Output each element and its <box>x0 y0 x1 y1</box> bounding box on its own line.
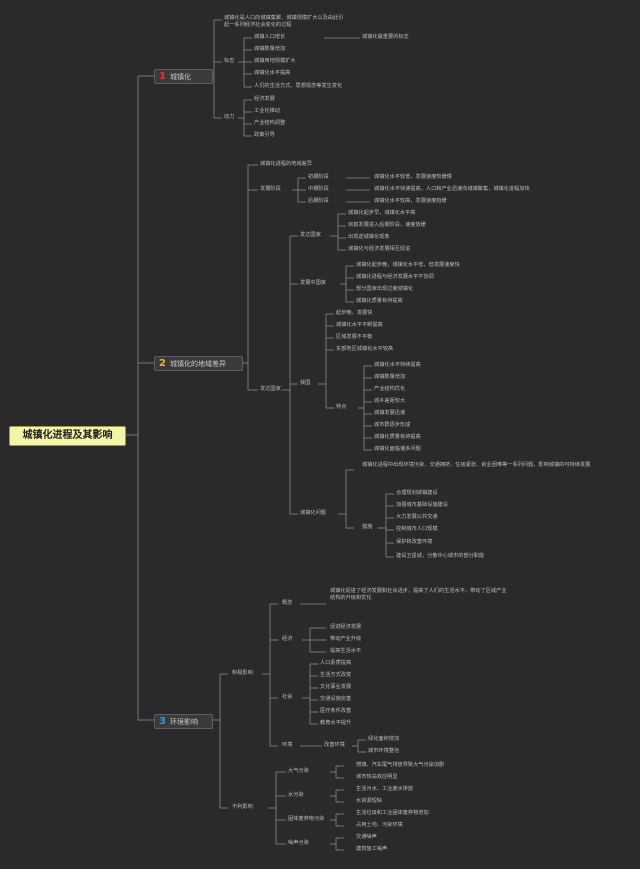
mark-item[interactable]: 城镇化水平提高 <box>254 70 291 76</box>
developing-label[interactable]: 发展中国家 <box>300 280 326 286</box>
society-item[interactable]: 生活方式改变 <box>320 672 352 678</box>
branch-1-title: 城镇化 <box>170 73 191 81</box>
negative-item[interactable]: 城市热岛效应明显 <box>356 774 398 780</box>
positive-label[interactable]: 积极影响 <box>232 670 253 676</box>
measure-item[interactable]: 建设卫星城，分散中心城市的部分职能 <box>396 553 485 559</box>
negative-group-label[interactable]: 噪声污染 <box>288 840 309 846</box>
mark-note[interactable]: 城镇化最重要的标志 <box>362 34 409 40</box>
developing-feature[interactable]: 城镇化质量有待提高 <box>356 298 403 304</box>
measure-item[interactable]: 大力发展公共交通 <box>396 514 438 520</box>
economy-item[interactable]: 带动产业升级 <box>330 636 362 642</box>
society-item[interactable]: 交通设施完善 <box>320 696 352 702</box>
developed-label[interactable]: 发达国家 <box>300 232 321 238</box>
china-sub-item[interactable]: 城镇数量增加 <box>374 374 406 380</box>
negative-item[interactable]: 建筑施工噪声 <box>356 846 388 852</box>
stage-name[interactable]: 初期阶段 <box>308 174 329 180</box>
china-sub-item[interactable]: 产业结构优化 <box>374 386 406 392</box>
negative-label[interactable]: 不利影响 <box>232 804 253 810</box>
china-label[interactable]: 我国 <box>300 380 311 386</box>
developing-feature[interactable]: 部分国家出现过度城镇化 <box>356 286 414 292</box>
mark-item[interactable]: 人们的生活方式、思想观念等发生变化 <box>254 83 343 89</box>
number-badge-3: 3 <box>159 716 166 727</box>
measure-item[interactable]: 控制城市人口规模 <box>396 526 438 532</box>
china-feature[interactable]: 城镇化水平不断提高 <box>336 322 383 328</box>
branch-1-topic[interactable]: 1 城镇化 <box>154 69 213 84</box>
branch-2-title: 城镇化的地域差异 <box>170 360 226 368</box>
level2-label[interactable]: 发达国家 <box>260 386 281 392</box>
china-feature[interactable]: 区域发展不平衡 <box>336 334 373 340</box>
society-label[interactable]: 社会 <box>282 694 293 700</box>
developing-feature[interactable]: 城镇化进程与经济发展水平不协调 <box>356 274 434 280</box>
economy-item[interactable]: 提高生活水平 <box>330 648 362 654</box>
marks-label[interactable]: 标志 <box>224 58 235 64</box>
causes-label[interactable]: 动力 <box>224 114 235 120</box>
environment-tag[interactable]: 改善环境 <box>324 742 345 748</box>
society-item[interactable]: 教育水平提升 <box>320 720 352 726</box>
china-sub-item[interactable]: 城镇化面临诸多问题 <box>374 446 421 452</box>
china-sub-item[interactable]: 城镇化水平持续提高 <box>374 362 421 368</box>
china-sub-item[interactable]: 城市群逐步形成 <box>374 422 411 428</box>
intro-node[interactable]: 城镇化进程的地域差异 <box>260 161 312 167</box>
negative-item[interactable]: 水资源短缺 <box>356 798 382 804</box>
developed-feature[interactable]: 目前发展进入后期阶段，速度放缓 <box>348 222 426 228</box>
cause-item[interactable]: 产业结构调整 <box>254 120 286 126</box>
measure-item[interactable]: 合理规划城镇建设 <box>396 490 438 496</box>
stage-name[interactable]: 后期阶段 <box>308 198 329 204</box>
negative-item[interactable]: 占用土地，污染环境 <box>356 822 403 828</box>
society-item[interactable]: 文化事业发展 <box>320 684 352 690</box>
process-label[interactable]: 发展阶段 <box>260 186 281 192</box>
cause-item[interactable]: 工业化推动 <box>254 108 280 114</box>
negative-item[interactable]: 生活污水、工业废水排放 <box>356 786 414 792</box>
china-sub-item[interactable]: 城镇发展迅速 <box>374 410 406 416</box>
summary-text[interactable]: 城镇化促进了经济发展和社会进步，提高了人们的生活水平，带动了区域产业结构的升级和… <box>330 588 507 601</box>
developed-feature[interactable]: 城镇化与经济发展相互促进 <box>348 246 411 252</box>
environment-item[interactable]: 绿化面积增加 <box>368 736 400 742</box>
problems-text[interactable]: 城镇化进程中出现环境污染、交通拥挤、住房紧张、就业困难等一系列问题，影响城镇的可… <box>362 462 591 468</box>
developed-feature[interactable]: 出现逆城镇化现象 <box>348 234 390 240</box>
problems-label[interactable]: 城镇化问题 <box>300 510 326 516</box>
mark-item[interactable]: 城镇人口增长 <box>254 34 286 40</box>
measure-item[interactable]: 加强城市基础设施建设 <box>396 502 448 508</box>
china-feature[interactable]: 起步晚，发展快 <box>336 310 373 316</box>
cause-item[interactable]: 政策引导 <box>254 132 275 138</box>
stage-name[interactable]: 中期阶段 <box>308 186 329 192</box>
negative-group-label[interactable]: 水污染 <box>288 792 304 798</box>
economy-label[interactable]: 经济 <box>282 636 293 642</box>
environment-label[interactable]: 环境 <box>282 742 293 748</box>
number-badge-2: 2 <box>159 358 166 369</box>
economy-item[interactable]: 促进经济发展 <box>330 624 362 630</box>
mark-item[interactable]: 城镇数量增加 <box>254 46 286 52</box>
negative-item[interactable]: 生活垃圾和工业固体废弃物增加 <box>356 810 429 816</box>
branch-2-topic[interactable]: 2 城镇化的地域差异 <box>154 356 243 371</box>
branch-3-title: 环境影响 <box>170 718 198 726</box>
developed-feature[interactable]: 城镇化起步早，城镇化水平高 <box>348 210 416 216</box>
society-item[interactable]: 人口素质提高 <box>320 660 352 666</box>
summary-label[interactable]: 概念 <box>282 600 293 606</box>
root-topic[interactable]: 城镇化进程及其影响 <box>9 426 126 446</box>
stage-desc[interactable]: 城镇化水平快速提高，人口和产业迅速向城镇聚集，城镇化进程加快 <box>374 186 530 192</box>
stage-desc[interactable]: 城镇化水平较低，发展速度较缓慢 <box>374 174 452 180</box>
branch-3-topic[interactable]: 3 环境影响 <box>154 714 213 729</box>
mark-item[interactable]: 城镇用地规模扩大 <box>254 58 296 64</box>
measure-item[interactable]: 保护和改善环境 <box>396 539 433 545</box>
developing-feature[interactable]: 城镇化起步晚，城镇化水平低，但发展速度快 <box>356 262 460 268</box>
negative-item[interactable]: 交通噪声 <box>356 834 377 840</box>
china-sub-item[interactable]: 城乡差距较大 <box>374 398 406 404</box>
china-feature[interactable]: 东部地区城镇化水平较高 <box>336 346 394 352</box>
china-sub-label[interactable]: 特点 <box>336 404 347 410</box>
negative-item[interactable]: 燃煤、汽车尾气排放导致大气污染加剧 <box>356 762 445 768</box>
measures-label[interactable]: 措施 <box>362 524 373 530</box>
negative-group-label[interactable]: 大气污染 <box>288 768 309 774</box>
china-sub-item[interactable]: 城镇化质量有待提高 <box>374 434 421 440</box>
number-badge-1: 1 <box>159 71 166 82</box>
cause-item[interactable]: 经济发展 <box>254 96 275 102</box>
environment-item[interactable]: 城市环境整治 <box>368 748 400 754</box>
negative-group-label[interactable]: 固体废弃物污染 <box>288 816 325 822</box>
stage-desc[interactable]: 城镇化水平较高，发展速度趋缓 <box>374 198 447 204</box>
society-item[interactable]: 医疗条件改善 <box>320 708 352 714</box>
definition-node[interactable]: 城镇化是人口向城镇集聚、城镇规模扩大以及由此引起一系列经济社会变化的过程 <box>224 15 344 28</box>
